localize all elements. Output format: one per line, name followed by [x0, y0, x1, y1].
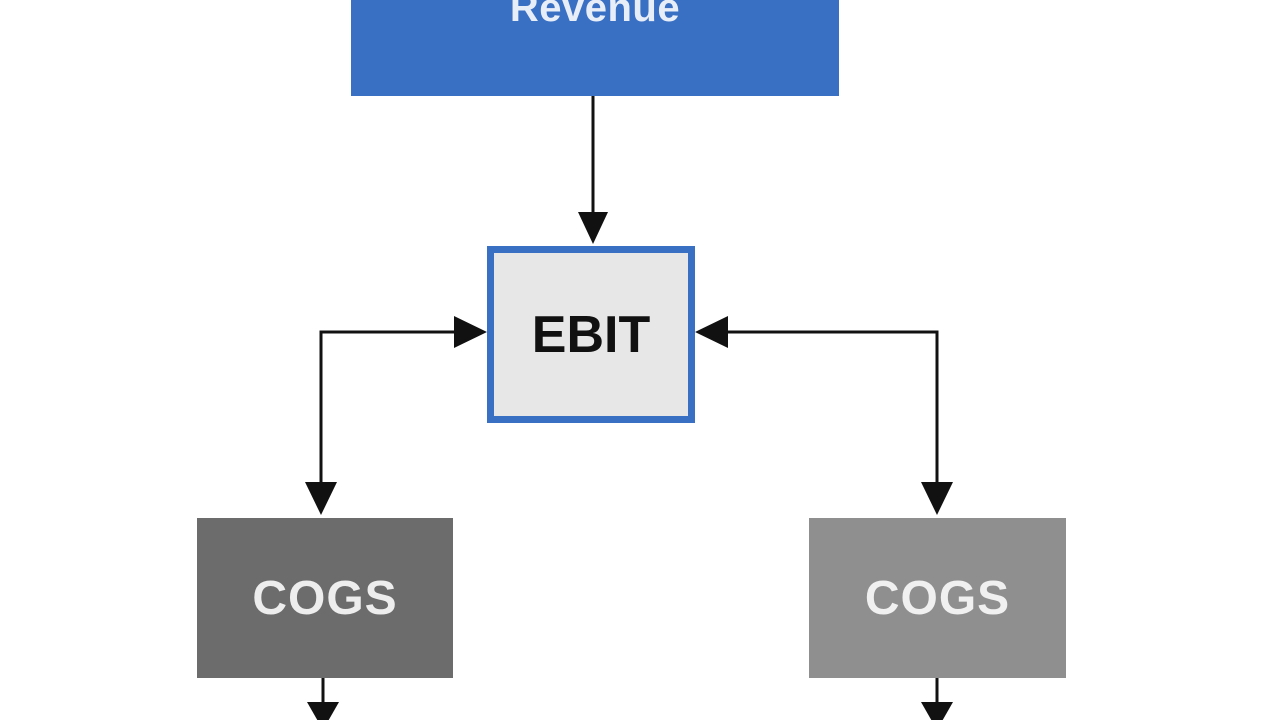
- arrow-cogs-right-down: [921, 678, 953, 720]
- revenue-node[interactable]: Revenue: [351, 0, 839, 96]
- ebit-node[interactable]: EBIT: [487, 246, 695, 423]
- cogs-left-label: COGS: [252, 571, 398, 625]
- cogs-node-left[interactable]: COGS: [197, 518, 453, 678]
- arrow-revenue-to-ebit: [578, 96, 608, 244]
- cogs-right-label: COGS: [864, 571, 1011, 625]
- arrow-ebit-to-cogs-right: [695, 316, 953, 515]
- arrow-cogs-left-down: [307, 678, 339, 720]
- cogs-node-right[interactable]: COGS: [809, 518, 1066, 678]
- arrow-ebit-to-cogs-left: [305, 316, 487, 515]
- revenue-label: Revenue: [509, 0, 681, 30]
- ebit-label: EBIT: [531, 305, 651, 364]
